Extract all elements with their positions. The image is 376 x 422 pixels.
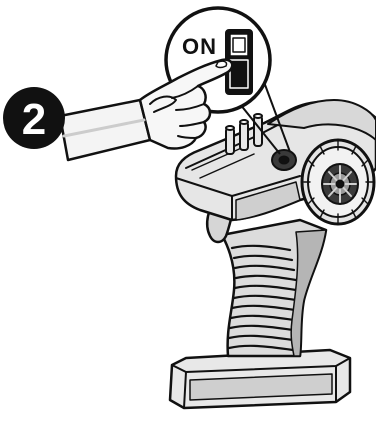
- steering-wheel[interactable]: [302, 140, 374, 224]
- step-badge: 2: [3, 87, 65, 149]
- power-switch[interactable]: [272, 150, 296, 170]
- transmitter-base: [170, 350, 350, 408]
- pointing-hand: [60, 60, 232, 160]
- on-label: ON: [182, 34, 217, 59]
- transmitter-grip: [222, 220, 326, 356]
- step-number: 2: [22, 95, 46, 144]
